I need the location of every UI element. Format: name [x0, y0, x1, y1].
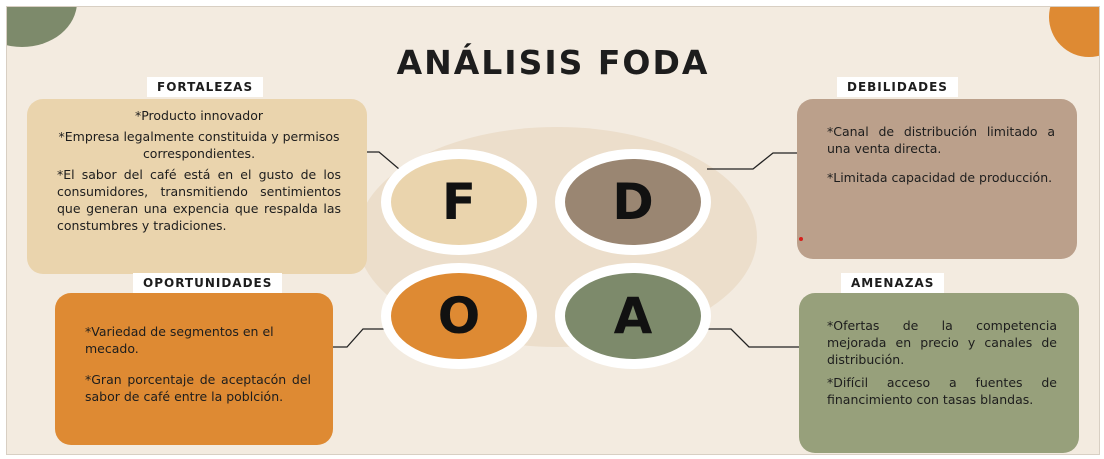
letter-circle-d: D: [555, 149, 711, 255]
oportunidades-box: *Variedad de segmentos en el mecado. *Gr…: [55, 293, 333, 445]
fortalezas-box: *Producto innovador *Empresa legalmente …: [27, 99, 367, 274]
page-title: ANÁLISIS FODA: [396, 43, 710, 82]
foda-canvas: ANÁLISIS FODA *Producto innovador *Empre…: [6, 6, 1100, 455]
fortalezas-item: *Producto innovador: [134, 108, 264, 123]
letter-circle-a: A: [555, 263, 711, 369]
fortalezas-item: *Empresa legalmente constituida y permis…: [58, 129, 340, 161]
oportunidades-item: *Variedad de segmentos en el mecado.: [85, 324, 274, 356]
debilidades-label: DEBILIDADES: [837, 77, 958, 97]
fortalezas-item: *El sabor del café está en el gusto de l…: [57, 167, 341, 233]
oportunidades-item: *Gran porcentaje de aceptacón del sabor …: [85, 372, 311, 404]
oportunidades-label: OPORTUNIDADES: [133, 273, 283, 293]
red-dot-mark: [799, 237, 803, 241]
debilidades-box: *Canal de distribución limitado a una ve…: [797, 99, 1077, 259]
fortalezas-label: FORTALEZAS: [147, 77, 264, 97]
letter-circle-f: F: [381, 149, 537, 255]
amenazas-box: *Ofertas de la competencia mejorada en p…: [799, 293, 1079, 453]
letter-circle-o: O: [381, 263, 537, 369]
amenazas-item: *Ofertas de la competencia mejorada en p…: [827, 318, 1057, 367]
amenazas-item: *Difícil acceso a fuentes de financimien…: [827, 375, 1057, 407]
debilidades-item: *Limitada capacidad de producción.: [827, 170, 1053, 185]
debilidades-item: *Canal de distribución limitado a una ve…: [827, 124, 1055, 156]
amenazas-label: AMENAZAS: [841, 273, 945, 293]
